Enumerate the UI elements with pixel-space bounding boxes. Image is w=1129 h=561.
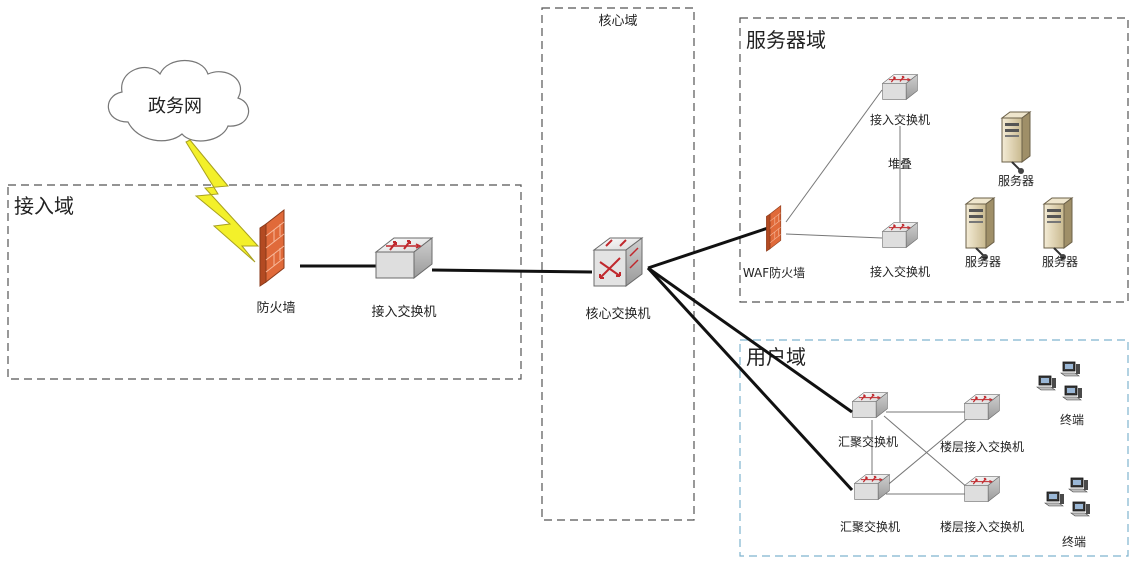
switch-icon (375, 237, 433, 279)
waf-firewall-label: WAF防火墙 (743, 265, 805, 280)
core-switch: 核心交换机 (585, 237, 651, 322)
server-switch-top: 接入交换机 (870, 74, 930, 127)
firewall: 防火墙 (256, 209, 296, 316)
link-core-agg2 (646, 266, 854, 492)
switch-icon (882, 74, 918, 101)
link-waf-srvswitch-bottom (785, 233, 883, 239)
server-switch-bottom-label: 接入交换机 (870, 264, 930, 279)
core-switch-label: 核心交换机 (585, 306, 650, 322)
terminal-group-1: 终端 (1036, 361, 1084, 427)
server-switch-top-label: 接入交换机 (870, 112, 930, 127)
waf-firewall: WAF防火墙 (743, 205, 805, 280)
floor-switch-1-label: 楼层接入交换机 (940, 439, 1024, 454)
stack-label: 堆叠 (888, 157, 912, 171)
terminal-icon (1068, 477, 1089, 493)
server-2-label: 服务器 (965, 254, 1001, 269)
server-1: 服务器 (998, 111, 1034, 188)
link-agg2-floor1 (883, 417, 969, 489)
terminal-1-label: 终端 (1060, 412, 1084, 427)
link-core-agg1 (647, 266, 853, 414)
cloud-label: 政务网 (148, 96, 202, 117)
link-access-core (431, 268, 593, 274)
switch-icon (964, 476, 1000, 503)
server-zone: 服务器域 (739, 17, 1129, 303)
server-1-label: 服务器 (998, 173, 1034, 188)
switch-icon (852, 392, 888, 419)
floor-switch-2: 楼层接入交换机 (940, 476, 1024, 534)
lightning-icon (185, 139, 260, 263)
thick-links (300, 226, 854, 492)
switch-icon (882, 222, 918, 249)
core-zone: 核心域 (541, 7, 695, 521)
server-3: 服务器 (1042, 197, 1078, 269)
link-core-waf (647, 226, 769, 270)
access-zone: 接入域 (7, 184, 522, 380)
switch-icon (854, 474, 890, 501)
thin-links (785, 89, 969, 495)
core-switch-icon (593, 237, 643, 287)
firewall-label: 防火墙 (256, 300, 295, 316)
terminal-icon (1044, 491, 1065, 507)
agg-switch-2-label: 汇聚交换机 (840, 519, 900, 534)
access-zone-label: 接入域 (14, 194, 74, 218)
firewall-icon (259, 209, 285, 287)
link-waf-srvswitch-top (785, 89, 883, 223)
server-switch-bottom: 接入交换机 (870, 222, 930, 279)
cloud-icon (107, 60, 250, 142)
server-icon (1043, 197, 1073, 261)
agg-switch-1: 汇聚交换机 (838, 392, 898, 449)
server-2: 服务器 (965, 197, 1001, 269)
terminal-2-label: 终端 (1062, 534, 1086, 549)
switch-icon (964, 394, 1000, 421)
server-3-label: 服务器 (1042, 254, 1078, 269)
gov-network-cloud: 政务网 (107, 60, 250, 142)
server-zone-label: 服务器域 (746, 28, 826, 52)
waf-firewall-icon (766, 205, 782, 252)
floor-switch-1: 楼层接入交换机 (940, 394, 1024, 454)
core-zone-label: 核心域 (598, 14, 637, 29)
terminal-group-2: 终端 (1044, 477, 1091, 549)
server-icon (1001, 111, 1031, 175)
terminal-icon (1070, 501, 1091, 517)
agg-switch-1-label: 汇聚交换机 (838, 434, 898, 449)
terminal-icon (1060, 361, 1081, 377)
floor-switch-2-label: 楼层接入交换机 (940, 519, 1024, 534)
server-icon (965, 197, 995, 261)
terminal-icon (1036, 375, 1057, 391)
access-switch: 接入交换机 (371, 237, 437, 320)
agg-switch-2: 汇聚交换机 (840, 474, 900, 534)
terminal-icon (1062, 385, 1083, 401)
access-switch-label: 接入交换机 (371, 304, 436, 320)
link-agg1-floor2 (883, 415, 969, 489)
